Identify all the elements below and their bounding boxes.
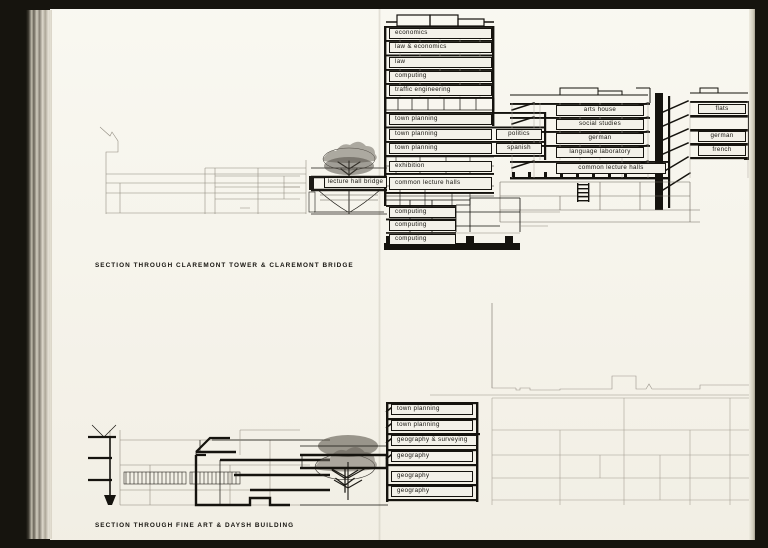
label-geography-2: geography (391, 471, 473, 482)
label-economics: economics (389, 28, 492, 39)
label-german-centre: german (556, 133, 644, 144)
bottom-dark-margin (0, 540, 768, 548)
label-exhibition: exhibition (389, 161, 492, 172)
label-town-planning-2: town planning (389, 129, 492, 140)
label-town-planning-lower-2: town planning (391, 420, 473, 431)
label-computing-tower-1: computing (389, 71, 492, 82)
label-town-planning-3: town planning (389, 143, 492, 154)
label-common-lecture-halls-left: common lecture halls (389, 177, 492, 190)
label-geography-1: geography (391, 451, 473, 462)
page-right-fold (749, 9, 756, 540)
label-town-planning-1: town planning (389, 114, 492, 125)
caption-upper-section: SECTION THROUGH CLAREMONT TOWER & CLAREM… (95, 262, 354, 269)
label-geography-3: geography (391, 486, 473, 497)
label-computing-3: computing (389, 234, 456, 245)
label-computing-1: computing (389, 207, 456, 218)
label-social-studies: social studies (556, 119, 644, 130)
label-flats: flats (698, 104, 746, 114)
label-computing-2: computing (389, 220, 456, 231)
label-arts-house: arts house (556, 105, 644, 116)
book-page-edges (26, 10, 52, 539)
label-town-planning-lower-1: town planning (391, 404, 473, 415)
label-law-and-economics: law & economics (389, 42, 492, 53)
label-common-lecture-halls-right: common lecture halls (556, 163, 666, 174)
label-lecture-hall-bridge: lecture hall bridge (324, 177, 387, 188)
right-dark-margin (755, 0, 768, 548)
label-politics: politics (496, 129, 542, 140)
label-german-right: german (698, 131, 746, 142)
label-language-laboratory: language laboratory (556, 147, 644, 158)
label-french: french (698, 145, 746, 156)
top-dark-margin (0, 0, 768, 9)
book-centre-fold (378, 9, 381, 540)
label-law: law (389, 57, 492, 68)
label-spanish: spanish (496, 143, 542, 154)
label-traffic-engineering: traffic engineering (389, 85, 492, 96)
caption-lower-section: SECTION THROUGH FINE ART & DAYSH BUILDIN… (95, 522, 295, 529)
label-geography-and-surveying: geography & surveying (391, 435, 477, 446)
